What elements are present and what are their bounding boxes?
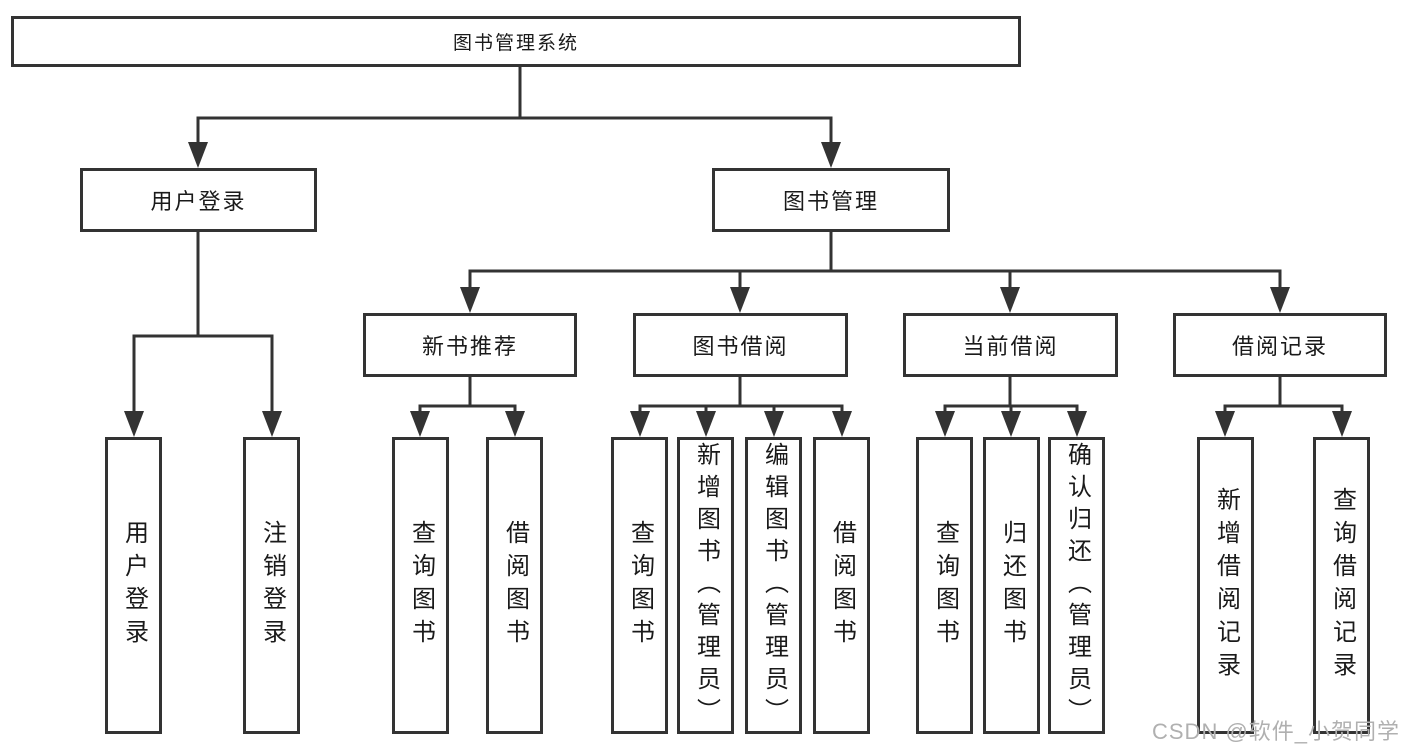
node-edit-book-admin: 编辑图书（管理员） bbox=[745, 437, 802, 734]
node-user-login: 用户登录 bbox=[80, 168, 317, 232]
node-book-management-system: 图书管理系统 bbox=[11, 16, 1021, 67]
node-label: 查询图书 bbox=[407, 519, 435, 652]
node-label: 查询借阅记录 bbox=[1328, 486, 1356, 685]
node-label: 注销登录 bbox=[258, 519, 286, 652]
node-label: 图书管理 bbox=[782, 189, 879, 214]
node-borrow-books-borrowing: 借阅图书 bbox=[813, 437, 870, 734]
node-borrowing-records: 借阅记录 bbox=[1173, 313, 1387, 377]
node-label: 新书推荐 bbox=[421, 334, 518, 359]
node-return-books: 归还图书 bbox=[983, 437, 1040, 734]
node-label: 用户登录 bbox=[150, 189, 247, 214]
node-label: 查询图书 bbox=[626, 519, 654, 652]
node-label: 图书借阅 bbox=[692, 334, 789, 359]
node-current-borrowing: 当前借阅 bbox=[903, 313, 1118, 377]
node-label: 新增借阅记录 bbox=[1212, 486, 1240, 685]
node-book-borrowing: 图书借阅 bbox=[633, 313, 848, 377]
node-label: 借阅记录 bbox=[1231, 334, 1328, 359]
node-label: 借阅图书 bbox=[828, 519, 856, 652]
node-label: 当前借阅 bbox=[962, 334, 1059, 359]
node-label: 编辑图书（管理员） bbox=[760, 441, 788, 730]
node-label: 确认归还（管理员） bbox=[1063, 441, 1091, 730]
node-label: 归还图书 bbox=[998, 519, 1026, 652]
node-user-login-action: 用户登录 bbox=[105, 437, 162, 734]
node-borrow-books-recommend: 借阅图书 bbox=[486, 437, 543, 734]
node-query-books-current: 查询图书 bbox=[916, 437, 973, 734]
node-query-borrow-record: 查询借阅记录 bbox=[1313, 437, 1370, 734]
node-label: 借阅图书 bbox=[501, 519, 529, 652]
node-label: 用户登录 bbox=[120, 519, 148, 652]
node-book-management: 图书管理 bbox=[712, 168, 950, 232]
node-add-borrow-record: 新增借阅记录 bbox=[1197, 437, 1254, 734]
node-add-book-admin: 新增图书（管理员） bbox=[677, 437, 734, 734]
node-label: 新增图书（管理员） bbox=[692, 441, 720, 730]
node-new-book-recommendation: 新书推荐 bbox=[363, 313, 577, 377]
node-label: 图书管理系统 bbox=[452, 33, 579, 54]
node-query-books-recommend: 查询图书 bbox=[392, 437, 449, 734]
node-logout-action: 注销登录 bbox=[243, 437, 300, 734]
node-label: 查询图书 bbox=[931, 519, 959, 652]
csdn-watermark: CSDN @软件_小贺同学 bbox=[1152, 719, 1401, 744]
node-confirm-return-admin: 确认归还（管理员） bbox=[1048, 437, 1105, 734]
node-query-books-borrowing: 查询图书 bbox=[611, 437, 668, 734]
